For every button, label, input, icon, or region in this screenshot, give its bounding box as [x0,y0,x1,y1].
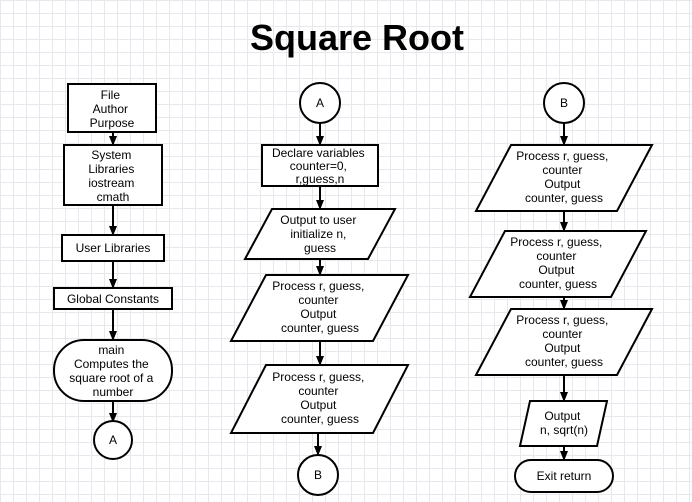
output-to-user-label: Output to user initialize n, guess [280,213,359,255]
process-2-io: Process r, guess, counter Output counter… [229,364,410,434]
global-constants-box: Global Constants [53,287,173,310]
system-libraries-box: System Libraries iostream cmath [63,144,163,206]
connector-b-in-label: B [560,96,568,110]
system-libraries-label: System Libraries iostream cmath [88,148,137,204]
connector-b-in: B [543,82,585,124]
process-4-io: Process r, guess, counter Output counter… [468,230,648,298]
main-terminator: main Computes the square root of a numbe… [53,339,173,402]
exit-return-terminator: Exit return [514,459,614,493]
output-sqrt-io: Output n, sqrt(n) [518,400,609,447]
diagram-title: Square Root [250,17,464,58]
global-constants-label: Global Constants [67,292,159,306]
process-1-io: Process r, guess, counter Output counter… [229,274,410,342]
process-5-label: Process r, guess, counter Output counter… [516,313,611,369]
main-terminator-label: main Computes the square root of a numbe… [69,343,156,399]
output-to-user-io: Output to user initialize n, guess [243,208,397,260]
process-3-io: Process r, guess, counter Output counter… [474,144,654,212]
user-libraries-label: User Libraries [76,241,151,255]
connector-b-out: B [297,454,339,496]
connector-b-out-label: B [314,468,322,482]
process-4-label: Process r, guess, counter Output counter… [510,235,605,291]
header-box: File Author Purpose [67,83,157,133]
process-2-label: Process r, guess, counter Output counter… [272,370,367,426]
connector-a-out: A [93,420,133,460]
process-1-label: Process r, guess, counter Output counter… [272,279,367,335]
declare-variables-box: Declare variables counter=0, r,guess,n [261,144,379,187]
user-libraries-box: User Libraries [61,234,165,262]
connector-a-in: A [299,82,341,124]
declare-variables-label: Declare variables counter=0, r,guess,n [272,146,368,186]
process-5-io: Process r, guess, counter Output counter… [474,308,654,376]
exit-return-label: Exit return [537,469,592,483]
connector-a-out-label: A [109,433,117,447]
header-box-label: File Author Purpose [90,88,135,130]
connector-a-in-label: A [316,96,324,110]
process-3-label: Process r, guess, counter Output counter… [516,149,611,205]
output-sqrt-label: Output n, sqrt(n) [540,409,588,437]
